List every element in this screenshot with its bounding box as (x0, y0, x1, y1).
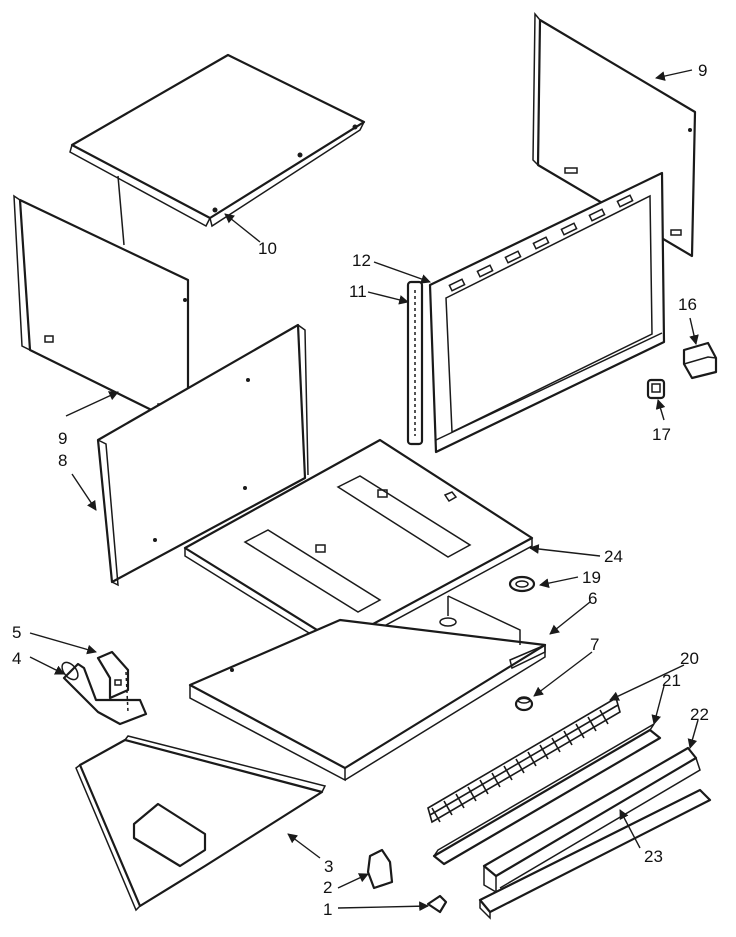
callout-24: 24 (604, 547, 623, 566)
base-tray (188, 595, 547, 782)
callout-1: 1 (323, 900, 332, 919)
callout-20: 20 (680, 649, 699, 668)
callout-23: 23 (644, 847, 663, 866)
callout-9-left: 9 (58, 429, 67, 448)
callout-9-right: 9 (698, 61, 707, 80)
latch (366, 848, 394, 890)
clip-part (646, 378, 666, 400)
callout-numbers: 10 9 12 11 16 17 9 8 24 19 6 7 5 4 20 21… (12, 61, 709, 919)
callout-12: 12 (352, 251, 371, 270)
back-panel (96, 323, 309, 587)
callout-19: 19 (582, 568, 601, 587)
angle-strip (432, 723, 662, 866)
leader-lines (29, 69, 699, 912)
callout-10: 10 (258, 239, 277, 258)
rail (482, 746, 701, 894)
grommet (508, 575, 536, 593)
block-part (682, 341, 718, 380)
top-panel (69, 53, 366, 246)
front-frame (428, 171, 666, 454)
callout-5: 5 (12, 623, 21, 642)
callout-7: 7 (590, 635, 599, 654)
callout-11: 11 (349, 282, 367, 301)
callout-16: 16 (678, 295, 697, 314)
callout-2: 2 (323, 878, 332, 897)
callout-17: 17 (652, 425, 671, 444)
callout-4: 4 (12, 649, 21, 668)
mesh-strip (427, 696, 621, 824)
foot (514, 696, 534, 712)
bottom-plate (75, 735, 327, 912)
duct (61, 661, 148, 726)
left-side-panel (13, 194, 190, 430)
callout-22: 22 (690, 705, 709, 724)
frame-slots (448, 194, 634, 292)
callout-6: 6 (588, 589, 597, 608)
callout-8: 8 (58, 451, 67, 470)
trim-strip (406, 280, 424, 446)
callout-3: 3 (324, 857, 333, 876)
callout-21: 21 (662, 671, 681, 690)
small-clip (426, 894, 448, 914)
bottom-rail (478, 788, 712, 920)
bracket (96, 650, 130, 700)
